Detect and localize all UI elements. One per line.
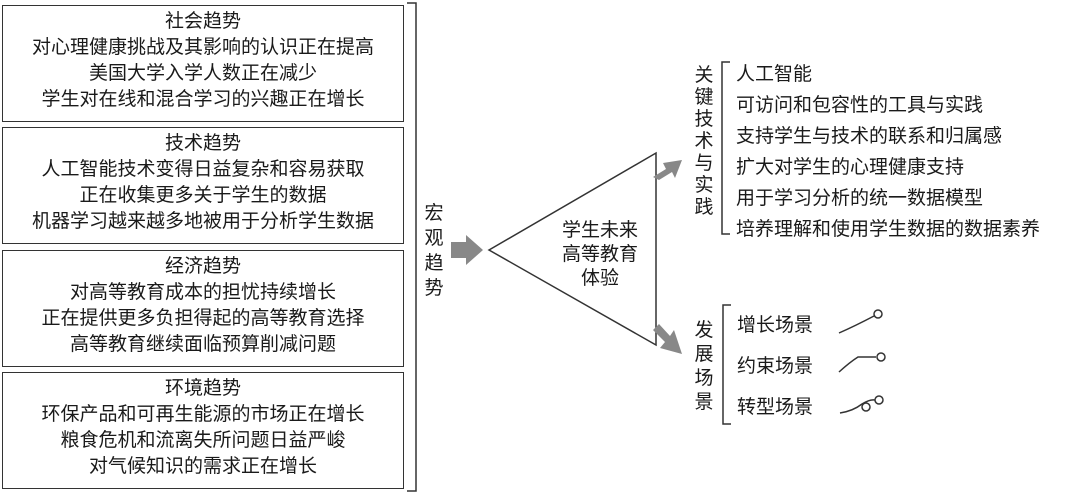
label-char: 景 bbox=[694, 391, 714, 413]
constraint-curve-icon bbox=[838, 352, 886, 373]
label-char: 键 bbox=[694, 86, 714, 108]
scenario-bracket bbox=[722, 304, 731, 425]
key-tech-item: 扩大对学生的心理健康支持 bbox=[736, 156, 965, 178]
center-label: 学生未来 高等教育 体验 bbox=[548, 218, 652, 290]
label-char: 实 bbox=[694, 174, 714, 196]
scenario-label: 发 展 场 景 bbox=[692, 318, 716, 414]
trend-line: 学生对在线和混合学习的兴趣正在增长 bbox=[41, 88, 365, 110]
trend-box-social: 社会趋势 对心理健康挑战及其影响的认识正在提高 美国大学入学人数正在减少 学生对… bbox=[2, 5, 404, 122]
key-tech-item: 培养理解和使用学生数据的数据素养 bbox=[736, 218, 1041, 240]
trend-line: 环保产品和可再生能源的市场正在增长 bbox=[41, 403, 365, 425]
trend-line: 高等教育继续面临预算削减问题 bbox=[69, 333, 336, 355]
trend-line: 对心理健康挑战及其影响的认识正在提高 bbox=[31, 36, 374, 58]
trend-title: 技术趋势 bbox=[164, 132, 241, 154]
label-char: 宏 bbox=[424, 202, 444, 224]
label-char: 与 bbox=[694, 152, 714, 174]
scenario-item: 约束场景 bbox=[737, 355, 814, 377]
label-char: 关 bbox=[694, 64, 714, 86]
scenario-list: 增长场景 约束场景 转型场景 bbox=[737, 305, 813, 428]
center-line: 高等教育 bbox=[561, 243, 638, 265]
key-tech-item: 用于学习分析的统一数据模型 bbox=[736, 187, 984, 209]
label-char: 展 bbox=[694, 343, 714, 365]
trend-title: 经济趋势 bbox=[164, 255, 241, 277]
transformation-curve-icon bbox=[839, 395, 884, 414]
trend-line: 对高等教育成本的担忧持续增长 bbox=[69, 281, 336, 303]
macro-trend-label: 宏 观 趋 势 bbox=[422, 201, 446, 301]
scenario-item: 增长场景 bbox=[737, 314, 814, 336]
macro-arrow-icon bbox=[451, 235, 483, 265]
label-char: 观 bbox=[424, 227, 444, 249]
key-tech-item: 人工智能 bbox=[736, 63, 813, 85]
label-char: 技 bbox=[694, 108, 714, 130]
trend-line: 人工智能技术变得日益复杂和容易获取 bbox=[41, 158, 365, 180]
trend-line: 机器学习越来越多地被用于分析学生数据 bbox=[31, 210, 374, 232]
trend-line: 粮食危机和流离失所问题日益严峻 bbox=[60, 429, 346, 451]
key-tech-arrow-icon bbox=[653, 160, 682, 180]
label-char: 势 bbox=[424, 277, 444, 299]
trend-line: 正在收集更多关于学生的数据 bbox=[79, 184, 327, 206]
macro-bracket bbox=[407, 2, 417, 492]
label-char: 术 bbox=[694, 130, 714, 152]
trend-box-technology: 技术趋势 人工智能技术变得日益复杂和容易获取 正在收集更多关于学生的数据 机器学… bbox=[2, 127, 404, 244]
key-tech-label: 关 键 技 术 与 实 践 bbox=[692, 64, 716, 218]
label-char: 趋 bbox=[424, 252, 444, 274]
trend-title: 环境趋势 bbox=[164, 377, 241, 399]
center-triangle bbox=[487, 151, 657, 347]
label-char: 践 bbox=[694, 196, 714, 218]
key-tech-item: 支持学生与技术的联系和归属感 bbox=[736, 125, 1003, 147]
trend-box-environmental: 环境趋势 环保产品和可再生能源的市场正在增长 粮食危机和流离失所问题日益严峻 对… bbox=[2, 372, 404, 489]
trend-line: 美国大学入学人数正在减少 bbox=[88, 62, 317, 84]
trend-box-economic: 经济趋势 对高等教育成本的担忧持续增长 正在提供更多负担得起的高等教育选择 高等… bbox=[2, 250, 404, 367]
key-tech-bracket bbox=[721, 61, 730, 235]
growth-curve-icon bbox=[838, 309, 883, 334]
trend-line: 正在提供更多负担得起的高等教育选择 bbox=[41, 307, 365, 329]
trend-line: 对气候知识的需求正在增长 bbox=[88, 455, 317, 477]
trend-title: 社会趋势 bbox=[164, 10, 241, 32]
scenario-item: 转型场景 bbox=[737, 396, 814, 418]
label-char: 场 bbox=[694, 367, 714, 389]
label-char: 发 bbox=[694, 319, 714, 341]
scenario-arrow-icon bbox=[653, 324, 682, 354]
key-tech-item: 可访问和包容性的工具与实践 bbox=[736, 94, 984, 116]
key-tech-list: 人工智能 可访问和包容性的工具与实践 支持学生与技术的联系和归属感 扩大对学生的… bbox=[736, 59, 1040, 245]
center-line: 体验 bbox=[580, 267, 619, 289]
center-line: 学生未来 bbox=[561, 219, 638, 241]
